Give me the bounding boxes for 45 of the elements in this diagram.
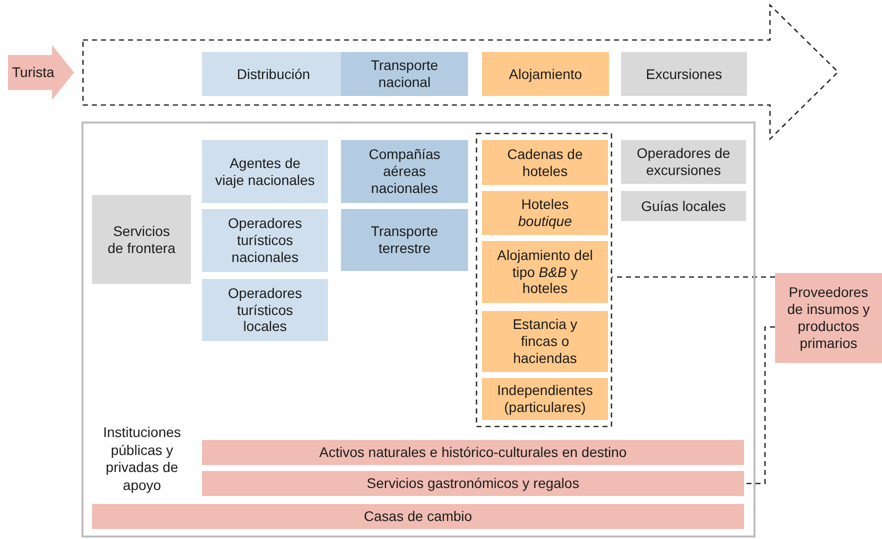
- dashed-connector: [612, 276, 775, 278]
- box-label: Independientes (particulares): [496, 382, 594, 416]
- box-label: Operadores turísticos locales: [227, 284, 303, 336]
- box-label: Cadenas de hoteles: [506, 146, 584, 180]
- box-label: Transporte terrestre: [370, 223, 440, 257]
- box-label: Servicios gastronómicos y regalos: [366, 475, 580, 492]
- category-box: [482, 140, 608, 185]
- category-box: [482, 52, 609, 96]
- category-box: [341, 209, 468, 271]
- category-box: [341, 140, 468, 203]
- category-box: [202, 279, 328, 341]
- category-box: [482, 378, 608, 420]
- category-box: [775, 273, 882, 363]
- category-box: [92, 195, 191, 284]
- note-text: Instituciones públicas y privadas de apoyo: [102, 424, 182, 494]
- category-box: [621, 191, 746, 221]
- box-label: Estancia y fincas o haciendas: [512, 316, 578, 367]
- box-label: Agentes de viaje nacionales: [214, 154, 316, 188]
- category-box: [202, 471, 744, 496]
- category-box: [482, 241, 608, 303]
- category-box: [482, 191, 608, 235]
- box-label: Excursiones: [646, 66, 722, 82]
- category-box: [92, 504, 744, 529]
- box-label: Proveedores de insumos y productos primarios: [786, 284, 871, 352]
- box-label: Casas de cambio: [364, 508, 472, 525]
- box-label: Hoteles boutique: [517, 196, 573, 230]
- box-label: Compañías aéreas nacionales: [368, 146, 442, 197]
- category-box: [202, 209, 328, 272]
- category-box: [341, 52, 468, 96]
- box-label: Turista: [12, 64, 54, 81]
- box-label: Guías locales: [641, 198, 726, 214]
- box-label: Alojamiento: [508, 66, 582, 82]
- box-label: Servicios de frontera: [106, 222, 176, 256]
- box-label: Distribución: [236, 66, 310, 82]
- box-label: Activos naturales e histórico-culturales en destino: [319, 444, 627, 461]
- category-box: [621, 140, 746, 184]
- category-box: [202, 140, 328, 203]
- category-box: [202, 440, 744, 465]
- category-box: [482, 311, 608, 372]
- box-label: Operadores turísticos nacionales: [227, 215, 303, 266]
- category-box: [621, 52, 747, 96]
- box-label: Transporte nacional: [370, 57, 440, 91]
- box-label: Operadores de excursiones: [636, 145, 732, 179]
- box-label: Alojamiento del tipo B&B y hoteles: [496, 246, 594, 298]
- dashed-connector: [744, 326, 775, 484]
